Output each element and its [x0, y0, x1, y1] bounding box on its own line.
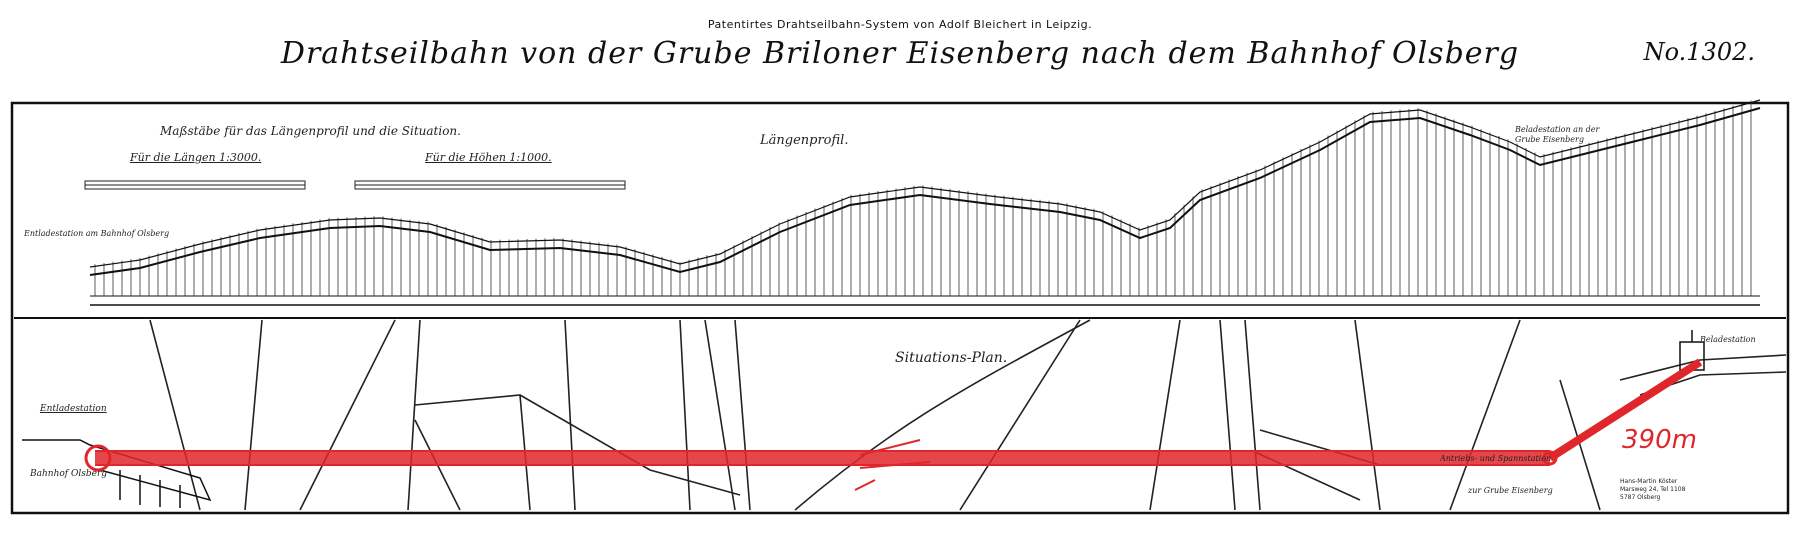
- profile-left-station-label: Entladestation am Bahnhof Olsberg: [24, 229, 170, 238]
- profile-right-station-label: Beladestation an der: [1515, 125, 1600, 134]
- owner-stamp: Hans-Martin Köster Marsweg 24, Tel 1108 …: [1620, 478, 1685, 502]
- length-scale-bar: [84, 180, 306, 190]
- plan-right-note-1: Antriebs- und Spannstation: [1440, 454, 1552, 463]
- red-cable-annotation: [84, 358, 1703, 491]
- drawing-number: No.1302.: [1643, 38, 1755, 66]
- scale-heading: Maßstäbe für das Längenprofil und die Si…: [160, 124, 461, 138]
- drawing-title: Drahtseilbahn von der Grube Briloner Eis…: [280, 36, 1520, 71]
- drawing-subtitle: Patentirtes Drahtseilbahn-System von Ado…: [707, 18, 1093, 31]
- drawing-frame: [10, 101, 1790, 515]
- stamp-line: 5787 Olsberg: [1620, 494, 1661, 501]
- cable-line: [89, 99, 1761, 268]
- plan-boundaries: [149, 319, 1787, 511]
- terrain-profile-line: [89, 107, 1761, 276]
- plan-right-station-label: Beladestation: [1700, 335, 1756, 344]
- stamp-line: Marsweg 24, Tel 1108: [1620, 486, 1686, 493]
- height-scale-bar: [354, 180, 626, 190]
- profile-heading: Längenprofil.: [760, 133, 849, 148]
- plan-left-station-label-2: Bahnhof Olsberg: [30, 469, 108, 479]
- distance-label: 390m: [1622, 425, 1697, 455]
- plan-left-station-label: Entladestation: [40, 404, 107, 414]
- stamp-line: Hans-Martin Köster: [1620, 478, 1678, 485]
- plan-right-note-2: zur Grube Eisenberg: [1468, 486, 1553, 495]
- profile-right-station-label-2: Grube Eisenberg: [1515, 135, 1584, 144]
- scale-length-label: Für die Längen 1:3000.: [130, 151, 262, 164]
- scale-height-label: Für die Höhen 1:1000.: [425, 151, 552, 164]
- plan-heading: Situations-Plan.: [895, 350, 1008, 366]
- profile-hatching: [94, 100, 1752, 296]
